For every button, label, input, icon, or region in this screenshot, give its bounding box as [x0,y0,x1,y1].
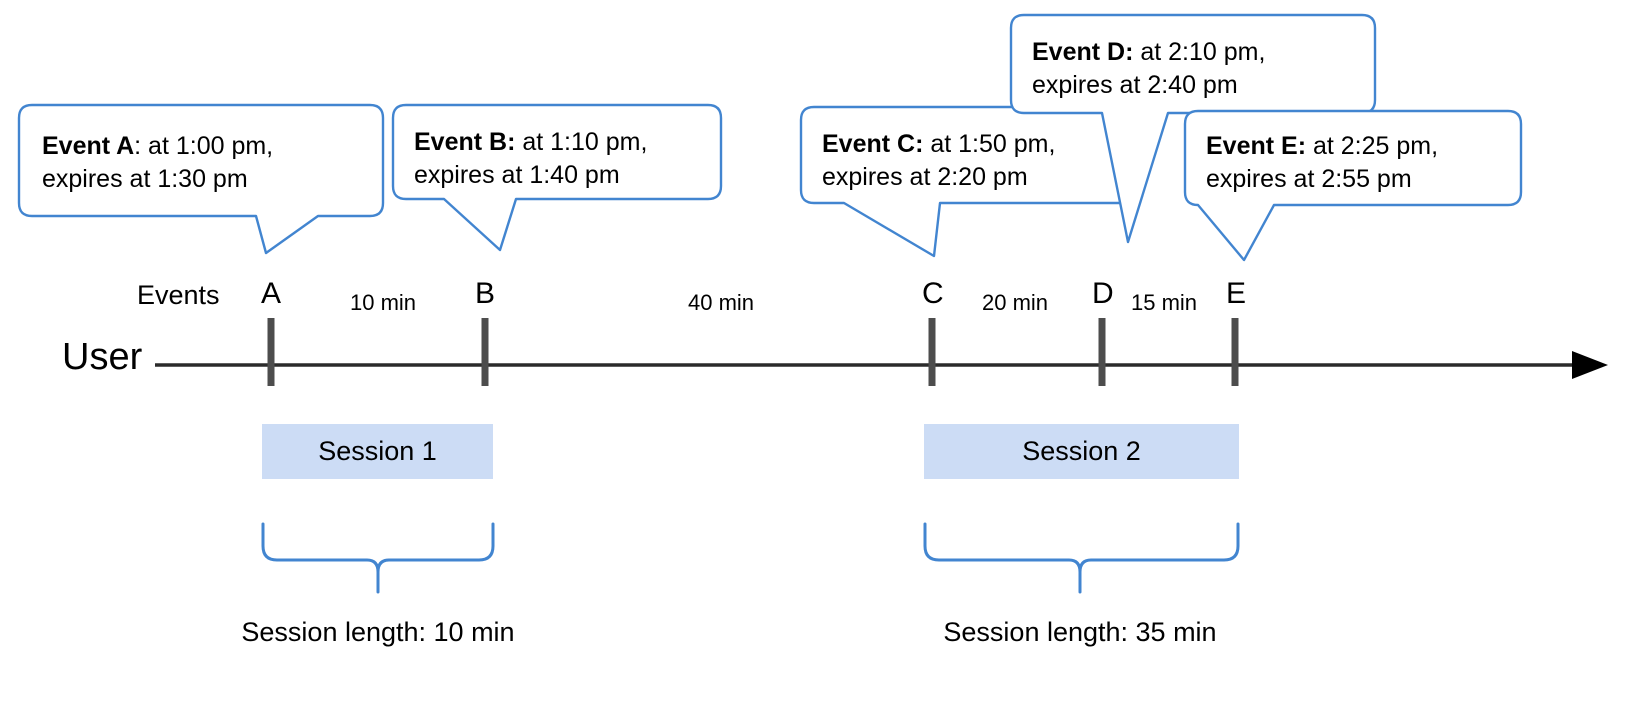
callout-event-d-name: Event D: [1032,38,1134,66]
callout-event-d: Event D: at 2:10 pm, expires at 2:40 pm [1009,13,1377,254]
session-1-brace [261,522,495,574]
callout-event-c-time: at 1:50 pm, [923,130,1056,158]
callout-event-c-text: Event C: at 1:50 pm, expires at 2:20 pm [822,128,1055,194]
tick-label-a: A [261,277,282,310]
timeline-arrowhead [1572,351,1608,379]
callout-event-e-name: Event E: [1206,132,1307,160]
callout-event-b-expiry: expires at 1:40 pm [414,161,620,189]
callout-event-e-text: Event E: at 2:25 pm, expires at 2:55 pm [1206,130,1438,196]
tick-label-d: D [1092,277,1114,310]
callout-event-d-text: Event D: at 2:10 pm, expires at 2:40 pm [1032,36,1265,102]
callout-event-b-name: Event B: [414,128,516,156]
callout-event-b-bubble [391,103,723,252]
gap-label-b-c: 40 min [688,290,755,315]
session-2-box: Session 2 [924,424,1239,479]
callout-event-b: Event B: at 1:10 pm, expires at 1:40 pm [391,103,723,254]
callout-event-a-bubble [17,103,385,255]
callout-event-d-time: at 2:10 pm, [1133,38,1266,66]
session-1-box: Session 1 [262,424,493,479]
session-2-length-label: Session length: 35 min [943,617,1217,647]
tick-label-e: E [1226,277,1247,310]
callout-event-a-name: Event A [42,132,135,160]
callout-event-c-expiry: expires at 2:20 pm [822,163,1028,191]
callout-event-b-text: Event B: at 1:10 pm, expires at 1:40 pm [414,126,647,192]
callout-event-a: Event A: at 1:00 pm, expires at 1:30 pm [17,103,385,255]
session-1-label: Session 1 [318,436,437,466]
callout-event-b-time: at 1:10 pm, [515,128,648,156]
gap-label-a-b: 10 min [350,290,417,315]
callout-event-a-expiry: expires at 1:30 pm [42,165,248,193]
callout-event-d-bubble [1009,13,1377,244]
session-1-length-label: Session length: 10 min [241,617,515,647]
tick-label-c: C [922,277,944,310]
callout-event-e-time: at 2:25 pm, [1306,132,1439,160]
gap-label-d-e: 15 min [1131,290,1198,315]
session-2-brace [923,522,1240,574]
gap-label-c-d: 20 min [982,290,1049,315]
tick-label-b: B [475,277,496,310]
callout-event-e-expiry: expires at 2:55 pm [1206,165,1412,193]
callout-event-d-expiry: expires at 2:40 pm [1032,71,1238,99]
session-2-label: Session 2 [1022,436,1141,466]
axis-row-label-user: User [62,336,143,378]
callout-event-a-text: Event A: at 1:00 pm, expires at 1:30 pm [42,130,273,196]
callout-event-a-time: : at 1:00 pm, [134,132,274,160]
callout-event-e-bubble [1183,109,1523,262]
callout-event-e: Event E: at 2:25 pm, expires at 2:55 pm [1183,109,1523,270]
callout-event-c-name: Event C: [822,130,924,158]
axis-events-label: Events [137,280,220,310]
